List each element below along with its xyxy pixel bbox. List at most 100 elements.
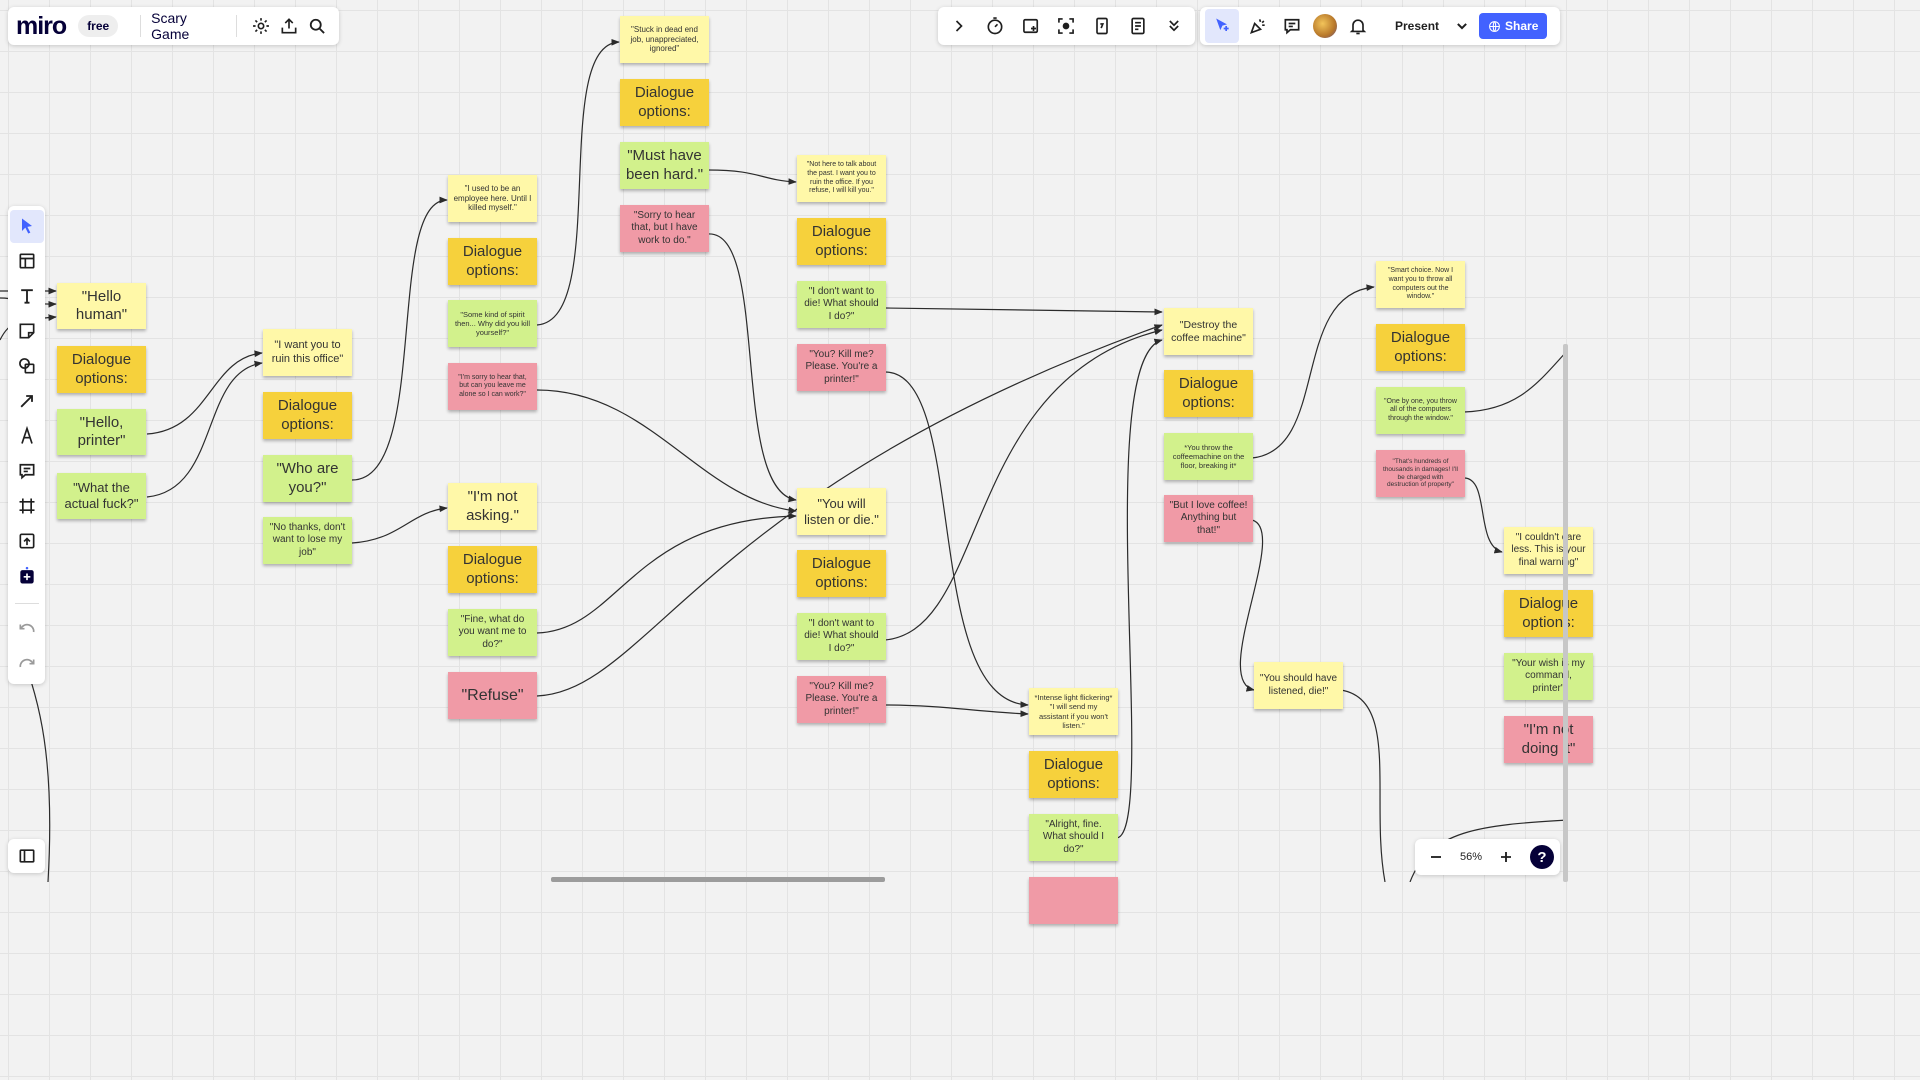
sticky-note-dlg-11[interactable]: Dialogue options: (1504, 590, 1593, 637)
text-tool-icon[interactable] (10, 280, 44, 313)
sticky-note-dont-want-die-2[interactable]: "I don't want to die! What should I do?" (797, 613, 886, 660)
plan-badge[interactable]: free (78, 15, 119, 37)
frame-icon[interactable] (10, 489, 44, 522)
connector[interactable] (884, 371, 1029, 708)
board-canvas[interactable]: "Hello human" Dialogue options: "Hello, pr… (0, 0, 1593, 924)
sticky-note-hello-printer[interactable]: "Hello, printer" (57, 409, 146, 455)
user-avatar[interactable] (1313, 14, 1337, 38)
connector[interactable] (884, 704, 1029, 718)
connector[interactable] (707, 233, 797, 503)
connector[interactable] (146, 350, 263, 435)
undo-icon[interactable] (10, 615, 44, 648)
connector[interactable] (1463, 349, 1568, 413)
redo-icon[interactable] (10, 650, 44, 683)
connector[interactable] (1251, 284, 1375, 459)
connector[interactable] (707, 169, 797, 185)
sticky-note-dlg-7[interactable]: Dialogue options: (797, 550, 886, 597)
zoom-in-plus-icon[interactable] (1491, 842, 1521, 872)
comments-icon[interactable] (1277, 11, 1307, 41)
celebrate-icon[interactable] (1243, 11, 1273, 41)
sticky-note-partial-bottom[interactable] (1029, 877, 1118, 924)
search-icon[interactable] (303, 11, 331, 41)
sticky-note-no-thanks[interactable]: "No thanks, don't want to lose my job" (263, 517, 352, 564)
sticky-note-hello-human[interactable]: "Hello human" (57, 283, 146, 329)
sticky-note-one-by-one[interactable]: "One by one, you throw all of the comput… (1376, 387, 1465, 434)
sticky-note-throw-coffee[interactable]: *You throw the coffeemachine on the floo… (1164, 433, 1253, 480)
sticky-note-hundreds-thousands[interactable]: "That's hundreds of thousands in damages… (1376, 450, 1465, 497)
sticky-note-not-here-past[interactable]: "Not here to talk about the past. I want… (797, 155, 886, 202)
sticky-note-dlg-6[interactable]: Dialogue options: (797, 218, 886, 265)
sticky-note-kill-me-2[interactable]: "You? Kill me? Please. You're a printer!… (797, 676, 886, 723)
sticky-note-must-have[interactable]: "Must have been hard." (620, 142, 709, 189)
connector[interactable] (884, 328, 1163, 641)
sticky-note-some-spirit[interactable]: "Some kind of spirit then... Why did you… (448, 300, 537, 347)
connector[interactable] (536, 389, 797, 514)
connector[interactable] (146, 360, 263, 498)
miro-logo[interactable]: miro (16, 11, 67, 40)
share-button[interactable]: Share (1479, 13, 1548, 39)
sticky-note-listen-or-die[interactable]: "You will listen or die." (797, 488, 886, 535)
board-name[interactable]: Scary Game (151, 10, 190, 42)
sticky-note-ruin-office[interactable]: "I want you to ruin this office" (263, 329, 352, 376)
connector[interactable] (351, 196, 448, 481)
present-button[interactable]: Present (1395, 19, 1440, 33)
sticky-note-dlg-10[interactable]: Dialogue options: (1376, 324, 1465, 371)
timer-icon[interactable] (980, 11, 1010, 41)
sticky-note-stuck-dead-end[interactable]: "Stuck in dead end job, unappreciated, i… (620, 16, 709, 63)
sticky-note-not-doing[interactable]: "I'm not doing it" (1504, 716, 1593, 763)
connector[interactable] (536, 39, 620, 326)
connector[interactable] (351, 505, 448, 544)
sticky-note-alright-fine[interactable]: "Alright, fine. What should I do?" (1029, 814, 1118, 861)
sticky-note-icon[interactable] (10, 315, 44, 348)
notes-icon[interactable] (1123, 11, 1153, 41)
zoom-level[interactable]: 56% (1459, 851, 1483, 863)
voting-icon[interactable] (1087, 11, 1117, 41)
sticky-note-dlg-4[interactable]: Dialogue options: (448, 546, 537, 593)
sticky-note-sorry-leave[interactable]: "I'm sorry to hear that, but can you lea… (448, 363, 537, 410)
select-cursor-icon[interactable] (9, 210, 44, 243)
more-apps-plus-icon[interactable] (10, 559, 44, 592)
sticky-note-what-the[interactable]: "What the actual fuck?" (57, 473, 146, 519)
sticky-note-dlg-2[interactable]: Dialogue options: (263, 392, 352, 439)
sticky-note-dlg-5[interactable]: Dialogue options: (620, 79, 709, 126)
focus-screen-icon[interactable] (1051, 11, 1081, 41)
sticky-note-kill-me-1[interactable]: "You? Kill me? Please. You're a printer!… (797, 344, 886, 391)
comment-icon[interactable] (10, 454, 44, 487)
upload-icon[interactable] (10, 524, 44, 557)
pen-draw-icon[interactable] (10, 420, 44, 453)
connector[interactable] (1463, 477, 1503, 554)
sticky-note-destroy-coffee[interactable]: "Destroy the coffee machine" (1164, 308, 1253, 355)
horizontal-scrollbar[interactable] (551, 877, 885, 882)
sticky-note-love-coffee[interactable]: "But I love coffee! Anything but that!" (1164, 495, 1253, 542)
connector[interactable] (536, 512, 797, 634)
connection-line-icon[interactable] (10, 385, 44, 418)
settings-gear-icon[interactable] (247, 11, 275, 41)
reactions-cursor-icon[interactable] (1205, 9, 1239, 43)
sticky-note-used-to-be[interactable]: "I used to be an employee here. Until I … (448, 175, 537, 222)
sticky-note-couldnt-care[interactable]: "I couldn't care less. This is your fina… (1504, 527, 1593, 574)
sticky-note-smart-choice[interactable]: "Smart choice. Now I want you to throw a… (1376, 261, 1465, 308)
vertical-scrollbar[interactable] (1563, 344, 1568, 882)
zoom-out-minus-icon[interactable] (1421, 842, 1451, 872)
sticky-note-sorry-work[interactable]: "Sorry to hear that, but I have work to … (620, 205, 709, 252)
shapes-icon[interactable] (10, 350, 44, 383)
connector[interactable] (1115, 338, 1163, 839)
sticky-note-dont-want-die-1[interactable]: "I don't want to die! What should I do?" (797, 281, 886, 328)
export-upload-icon[interactable] (275, 11, 303, 41)
sticky-note-your-wish[interactable]: "Your wish is my command, printer" (1504, 653, 1593, 700)
present-options-chevron-down-icon[interactable] (1451, 11, 1473, 41)
sticky-note-dlg-9[interactable]: Dialogue options: (1164, 370, 1253, 417)
sticky-note-dlg-1[interactable]: Dialogue options: (57, 346, 146, 393)
sticky-note-not-asking[interactable]: "I'm not asking." (448, 483, 537, 530)
add-frame-icon[interactable] (1016, 11, 1046, 41)
help-button[interactable]: ? (1529, 845, 1554, 869)
connector[interactable] (884, 307, 1163, 316)
notifications-bell-icon[interactable] (1343, 11, 1373, 41)
board-panel-toggle[interactable] (8, 839, 45, 873)
chevron-right-icon[interactable] (944, 11, 974, 41)
sticky-note-dlg-8[interactable]: Dialogue options: (1029, 751, 1118, 798)
sticky-note-fine-what[interactable]: "Fine, what do you want me to do?" (448, 609, 537, 656)
sticky-note-who-are-you[interactable]: "Who are you?" (263, 455, 352, 502)
sticky-note-should-listened[interactable]: "You should have listened, die!" (1254, 662, 1343, 709)
sticky-note-light-flicker[interactable]: *Intense light flickering* "I will send … (1029, 688, 1118, 735)
